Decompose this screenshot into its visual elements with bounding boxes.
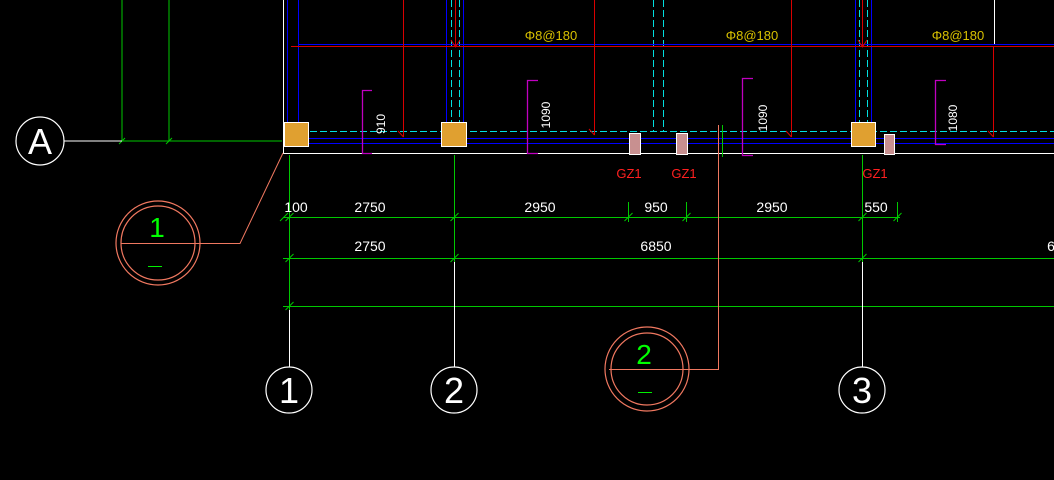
rebar-hook-4 [785,130,792,138]
rebar-layout: Φ8@180 Φ8@180 Φ8@180 [291,0,1054,138]
constructional-column-3 [884,134,895,155]
wall-height-brackets: 910 1090 1090 1080 [361,77,960,157]
grid-bubble-1 [265,366,313,414]
dimension-text: 6 [1047,238,1054,254]
column-tag-1: GZ1 [616,166,641,181]
dimension-tick [450,212,459,222]
grid-bubble-3 [838,366,886,414]
dimension-text: 950 [644,199,668,215]
section-mark-1: 1 — [115,152,284,286]
grid-label-1: 1 [279,370,299,411]
wall-height-label-1: 910 [374,114,388,134]
constructional-column-2 [676,133,688,155]
height-bracket-1 [361,89,372,155]
dimension-tick [285,253,294,263]
grid-bubble-2 [430,366,478,414]
column-tag-2: GZ1 [671,166,696,181]
dimension-text: 100 [284,199,308,215]
dimension-system: 100 2750 2950 950 2950 550 2750 6850 6 [279,155,1054,311]
structural-columns: GZ1 GZ1 GZ1 [284,122,895,181]
rebar-label-2: Φ8@180 [726,28,779,43]
dimension-tick [450,253,459,263]
rebar-label-1: Φ8@180 [525,28,578,43]
rebar-label-3: Φ8@180 [932,28,985,43]
section-mark-2: 2 — [604,125,719,412]
rebar-arrow-2 [450,39,461,48]
rebar-hook-3 [588,128,595,136]
dimension-text: 550 [864,199,888,215]
grid-label-3: 3 [852,370,872,411]
dimension-tick [285,301,294,311]
dimension-text: 6850 [640,238,671,254]
dimension-tick [682,212,691,222]
section-sheet-2: — [638,383,652,399]
column-axis-1 [284,122,309,147]
rebar-hook-1 [397,130,404,138]
section-leader-2 [609,125,719,370]
section-number-1: 1 [149,212,165,243]
dimension-tick [279,212,289,222]
dimension-text: 2750 [354,238,385,254]
column-axis-3 [851,122,876,147]
grid-label-2: 2 [444,370,464,411]
rebar-arrow-5 [857,39,868,48]
dimension-tick [893,212,902,222]
grid-axis-a: A [15,0,282,166]
wall-height-label-4: 1080 [946,104,960,131]
beam-layout [283,0,1054,154]
rebar-hook-6 [987,130,994,138]
dimension-text: 2950 [756,199,787,215]
grid-axes-columns: 1 2 3 [265,262,886,414]
constructional-column-1 [629,133,641,155]
height-bracket-4 [934,79,946,146]
section-leader-1 [121,152,284,244]
dimension-text: 2950 [524,199,555,215]
column-axis-2 [441,122,467,147]
section-sheet-1: — [148,257,162,273]
grid-bubble-a [15,116,65,166]
wall-height-label-3: 1090 [756,104,770,131]
dimension-tick [285,212,294,222]
dimension-text: 2750 [354,199,385,215]
wall-height-label-2: 1090 [539,101,553,128]
grid-label-a: A [28,121,52,162]
height-bracket-3 [741,77,753,157]
section-number-2: 2 [636,339,652,370]
dimension-tick [858,212,867,222]
dimension-tick [624,212,633,222]
dimension-tick [858,253,867,263]
column-tag-3: GZ1 [862,166,887,181]
height-bracket-2 [526,79,538,155]
